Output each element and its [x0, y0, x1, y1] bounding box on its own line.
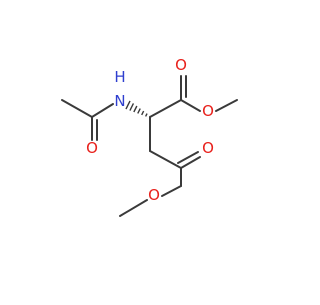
ester1-ether-oxygen-label: O [202, 102, 214, 120]
stereo-hash-line [137, 108, 141, 114]
amide-oxygen-label: O [86, 139, 98, 157]
stereo-hash-line [144, 113, 148, 117]
stereo-hash-line [129, 103, 135, 111]
ester2-ether-oxygen-label: O [148, 186, 160, 204]
bond-calpha-ester1 [149, 99, 182, 118]
bond-ester1-co-single [180, 99, 201, 112]
stereo-hash-line [148, 115, 152, 119]
bond-acetyl-nitrogen [91, 103, 114, 118]
molecule-structure: H N O O O O O [61, 56, 238, 217]
structure-drawing: H N O O O O O [61, 56, 238, 217]
bond-ester1-methyl [215, 99, 238, 112]
bond-layer [61, 75, 238, 217]
nitrogen-label: N [114, 92, 125, 110]
bond-ch2-ester2 [149, 150, 182, 169]
ester1-carbonyl-oxygen-label: O [175, 56, 187, 74]
hydrogen-label: H [114, 68, 125, 86]
stereo-hash-bond [125, 100, 152, 119]
bond-methyl-acetyl [61, 99, 93, 118]
bond-ester2-c-to-o [161, 185, 182, 197]
stereo-hash-line [125, 100, 131, 110]
bond-ester2-co-2 [177, 151, 199, 164]
ester2-carbonyl-oxygen-label: O [202, 139, 214, 157]
bond-ester2-co-1 [180, 156, 201, 169]
bond-ester2-o-methyl [119, 199, 148, 217]
stereo-hash-line [141, 110, 145, 116]
stereo-hash-line [133, 105, 138, 113]
